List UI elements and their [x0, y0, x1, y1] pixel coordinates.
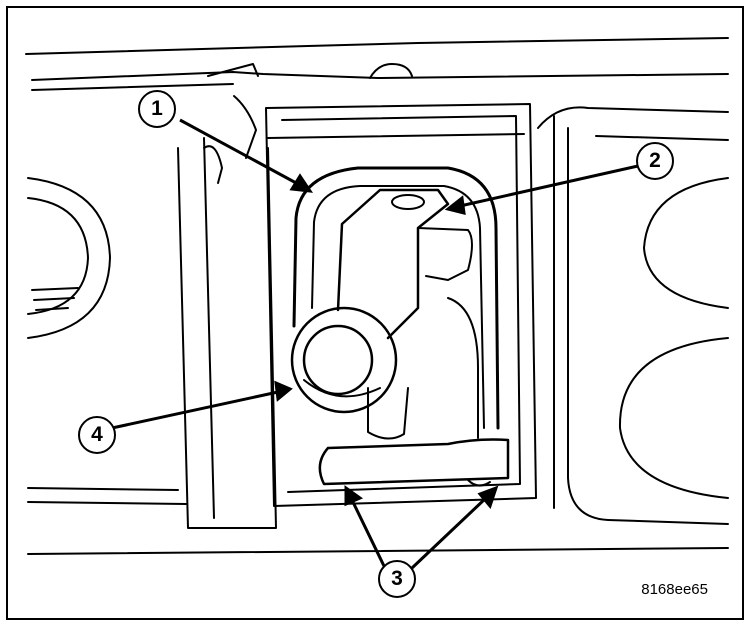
- housing-top-edge: [25, 37, 729, 55]
- cross-bar: [318, 438, 510, 486]
- housing-lip: [207, 63, 259, 77]
- left-bracket: [177, 147, 277, 529]
- arrowhead-2: [444, 195, 466, 215]
- lever-lower-right: [447, 297, 479, 439]
- right-panel: [537, 106, 729, 129]
- left-bracket-tab: [203, 145, 223, 184]
- left-circle: [27, 177, 111, 339]
- left-hatching: [31, 287, 79, 311]
- component-illustration: [25, 37, 729, 570]
- center-frame-inner: [281, 115, 521, 493]
- leader-3a: [350, 499, 386, 567]
- arrowhead-3a: [344, 485, 364, 507]
- retainer-clip: [292, 166, 500, 430]
- diagram-frame: 1 2 3 4 8168ee65: [6, 6, 744, 620]
- lever-lower: [367, 387, 409, 440]
- figure-code: 8168ee65: [641, 581, 708, 598]
- right-circle-2: [618, 337, 729, 499]
- retainer-clip-inner: [311, 185, 485, 429]
- callout-3: 3: [378, 560, 416, 598]
- cable-end-shade: [303, 379, 381, 398]
- leader-4: [111, 390, 279, 430]
- arrowhead-4: [274, 380, 293, 402]
- callout-2: 2: [636, 142, 674, 180]
- left-bracket-inner: [203, 137, 215, 519]
- leader-1: [179, 118, 299, 186]
- left-circle-inner: [27, 197, 89, 315]
- lever-slot: [417, 227, 473, 281]
- arrowhead-3b: [477, 485, 499, 510]
- right-circle: [643, 177, 729, 309]
- center-frame-inner-2: [267, 133, 525, 139]
- arrowhead-1: [289, 173, 314, 193]
- center-frame: [265, 103, 537, 507]
- leader-2: [459, 164, 639, 208]
- callout-4: 4: [78, 416, 116, 454]
- right-panel-4: [595, 135, 729, 141]
- housing-top-edge-3: [31, 83, 234, 91]
- cable-end-inner: [302, 324, 374, 396]
- right-panel-2: [567, 127, 729, 525]
- bottom-rail-2: [27, 501, 187, 505]
- cable-end-outer: [290, 306, 398, 414]
- lever-body: [336, 188, 450, 340]
- bottom-rail: [27, 487, 179, 491]
- left-bracket-curve: [233, 95, 257, 159]
- housing-notch: [369, 63, 413, 79]
- callout-1: 1: [138, 90, 176, 128]
- housing-top-edge-2: [31, 71, 729, 81]
- lever-top-hole: [391, 194, 425, 210]
- leader-3b: [410, 496, 488, 570]
- cross-bar-notch: [467, 479, 491, 487]
